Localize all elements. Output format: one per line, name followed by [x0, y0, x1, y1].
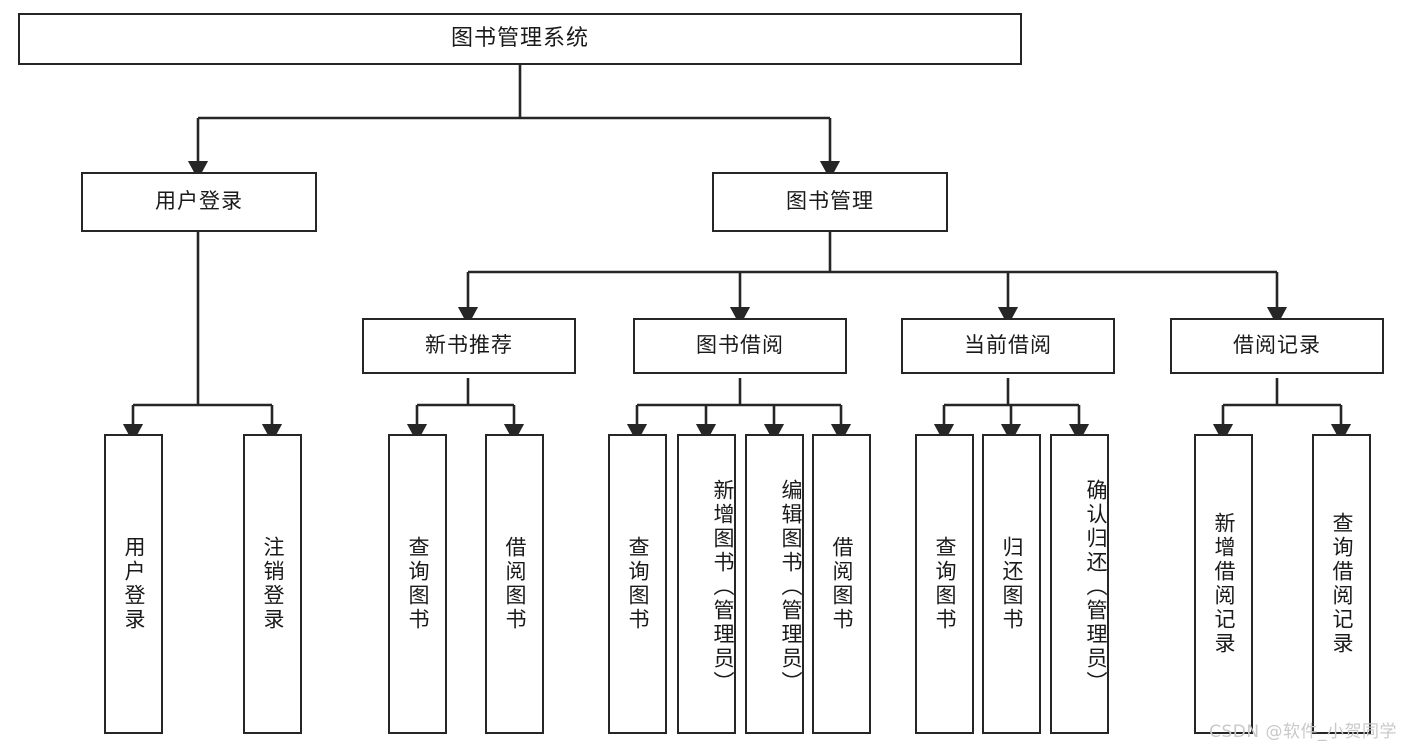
node-leaf-query-book-3[interactable]: 查询图书 — [915, 434, 974, 734]
node-leaf-query-record[interactable]: 查询借阅记录 — [1312, 434, 1371, 734]
node-current-borrow[interactable]: 当前借阅 — [901, 318, 1115, 374]
node-leaf-query-book-2[interactable]: 查询图书 — [608, 434, 667, 734]
node-leaf-label: 用户登录 — [122, 536, 147, 632]
node-leaf-label: 新增图书（管理员） — [711, 479, 735, 695]
node-leaf-borrow-book-1[interactable]: 借阅图书 — [485, 434, 544, 734]
node-leaf-label: 借阅图书 — [503, 536, 528, 632]
node-leaf-add-record[interactable]: 新增借阅记录 — [1194, 434, 1253, 734]
node-leaf-label: 查询借阅记录 — [1330, 512, 1355, 656]
node-leaf-label: 查询图书 — [933, 536, 958, 632]
node-leaf-edit-book[interactable]: 编辑图书（管理员） — [745, 434, 804, 734]
node-leaf-label: 查询图书 — [626, 536, 651, 632]
node-leaf-label: 编辑图书（管理员） — [779, 479, 803, 695]
node-leaf-label: 归还图书 — [1000, 536, 1025, 632]
node-user-login[interactable]: 用户登录 — [81, 172, 317, 232]
node-root-system[interactable]: 图书管理系统 — [18, 13, 1022, 65]
node-leaf-label: 新增借阅记录 — [1212, 512, 1237, 656]
node-book-management[interactable]: 图书管理 — [712, 172, 948, 232]
node-leaf-label: 借阅图书 — [830, 536, 855, 632]
node-leaf-label: 确认归还（管理员） — [1084, 479, 1108, 695]
node-leaf-user-login[interactable]: 用户登录 — [104, 434, 163, 734]
node-leaf-add-book[interactable]: 新增图书（管理员） — [677, 434, 736, 734]
node-leaf-logout-login[interactable]: 注销登录 — [243, 434, 302, 734]
node-leaf-return-book[interactable]: 归还图书 — [982, 434, 1041, 734]
watermark-text: CSDN @软件_小贺同学 — [1209, 722, 1397, 742]
node-leaf-label: 注销登录 — [261, 536, 286, 632]
node-leaf-confirm-return[interactable]: 确认归还（管理员） — [1050, 434, 1109, 734]
node-leaf-query-book-1[interactable]: 查询图书 — [388, 434, 447, 734]
node-leaf-borrow-book-2[interactable]: 借阅图书 — [812, 434, 871, 734]
node-leaf-label: 查询图书 — [406, 536, 431, 632]
node-book-borrow[interactable]: 图书借阅 — [633, 318, 847, 374]
node-borrow-record[interactable]: 借阅记录 — [1170, 318, 1384, 374]
node-new-book-recommend[interactable]: 新书推荐 — [362, 318, 576, 374]
